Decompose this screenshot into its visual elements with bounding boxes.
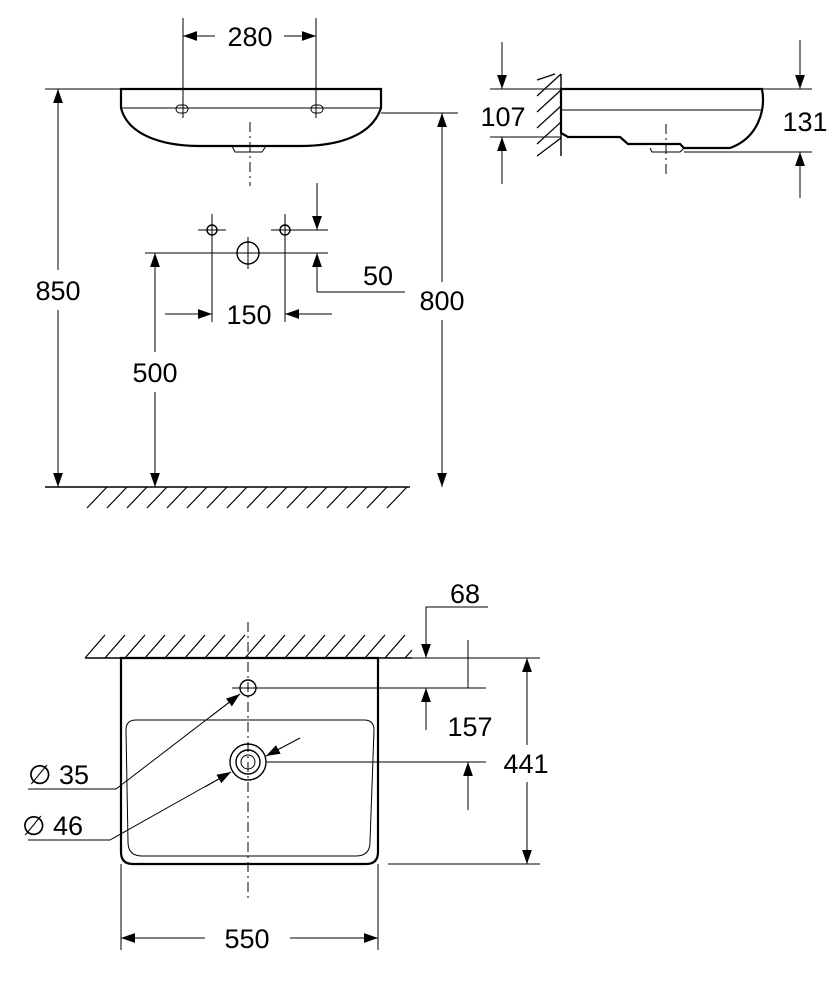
wall-hatching [536,73,562,157]
supply-point-right [271,214,328,322]
dim-rim-height: 800 [419,286,464,316]
plan-view: 68 157 441 550 ∅ 35 ∅ 46 [22,579,549,954]
floor-hatching [86,486,408,509]
dim-waste-setback: 157 [447,712,492,742]
dim-waste-diameter: ∅ 46 [22,811,83,841]
supply-point-left [198,214,226,246]
dim-basin-width: 550 [224,924,269,954]
dim-tap-hole-spacing: 280 [227,22,272,52]
side-elevation-view: 107 131 [480,40,828,198]
dim-total-height: 850 [35,276,80,306]
basin-plan-outline [119,656,380,866]
dim-supply-offset: 50 [363,261,393,291]
dim-basin-depth: 441 [503,749,548,779]
dim-side-depth-front: 131 [782,107,827,137]
tap-hole-left [175,104,189,114]
front-elevation-view: 280 850 800 500 [35,18,465,509]
dim-side-depth-wall: 107 [480,102,525,132]
dim-tap-hole-diameter: ∅ 35 [28,760,89,790]
dim-supply-spacing: 150 [226,300,271,330]
waste-outlet [232,237,266,269]
dim-waste-height: 500 [132,358,177,388]
basin-front-outline [119,87,383,148]
basin-bowl-outline [125,719,375,857]
basin-side-outline [559,87,764,150]
plan-wall-hatching [84,634,413,659]
dim-tap-hole-setback: 68 [450,579,480,609]
tap-hole-right [310,104,324,114]
